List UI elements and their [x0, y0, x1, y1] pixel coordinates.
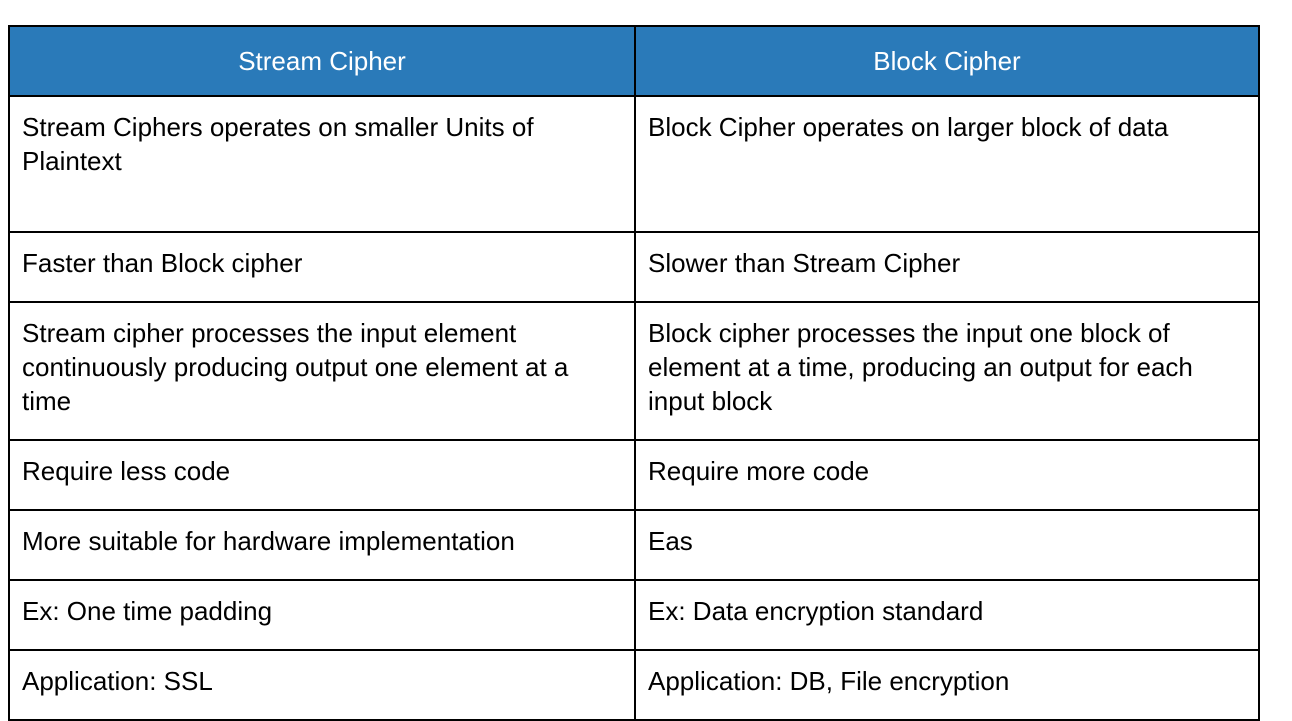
cell-text: Ex: Data encryption standard — [648, 596, 984, 626]
table-row: Require less code Require more code — [8, 439, 1260, 511]
comparison-table-container: Stream Cipher Block Cipher Stream Cipher… — [8, 25, 1260, 721]
cell-stream-row-5: More suitable for hardware implementatio… — [8, 509, 636, 581]
table-row: Application: SSL Application: DB, File e… — [8, 649, 1260, 721]
cell-stream-row-2: Faster than Block cipher — [8, 231, 636, 303]
cell-stream-row-1: Stream Ciphers operates on smaller Units… — [8, 95, 636, 233]
table-row: More suitable for hardware implementatio… — [8, 509, 1260, 581]
cell-text: Require less code — [22, 456, 231, 486]
cell-block-row-3: Block cipher processes the input one blo… — [634, 301, 1260, 441]
column-header-block-cipher: Block Cipher — [634, 25, 1260, 97]
cell-block-row-4: Require more code — [634, 439, 1260, 511]
stream-vs-block-cipher-table: Stream Cipher Block Cipher Stream Cipher… — [8, 25, 1260, 721]
cell-block-row-1: Block Cipher operates on larger block of… — [634, 95, 1260, 233]
cell-text: Slower than Stream Cipher — [648, 248, 961, 278]
cell-text: Ex: One time padding — [22, 596, 273, 626]
cell-block-row-7: Application: DB, File encryption — [634, 649, 1260, 721]
cell-stream-row-3: Stream cipher processes the input elemen… — [8, 301, 636, 441]
cell-text: More suitable for hardware implementatio… — [22, 526, 515, 556]
cell-block-row-5: Eas — [634, 509, 1260, 581]
cell-stream-row-4: Require less code — [8, 439, 636, 511]
table-header-row: Stream Cipher Block Cipher — [8, 25, 1260, 97]
table-row: Ex: One time padding Ex: Data encryption… — [8, 579, 1260, 651]
cell-text: Require more code — [648, 456, 870, 486]
cell-text: Application: DB, File encryption — [648, 666, 1010, 696]
cell-text: Block Cipher operates on larger block of… — [648, 112, 1169, 142]
cell-text: Block cipher processes the input one blo… — [648, 318, 1193, 416]
cell-block-row-6: Ex: Data encryption standard — [634, 579, 1260, 651]
table-row: Faster than Block cipher Slower than Str… — [8, 231, 1260, 303]
cell-text: Stream Ciphers operates on smaller Units… — [22, 112, 534, 176]
table-row: Stream Ciphers operates on smaller Units… — [8, 95, 1260, 233]
cell-block-row-2: Slower than Stream Cipher — [634, 231, 1260, 303]
table-row: Stream cipher processes the input elemen… — [8, 301, 1260, 441]
cell-text: Application: SSL — [22, 666, 213, 696]
cell-stream-row-6: Ex: One time padding — [8, 579, 636, 651]
table-body: Stream Ciphers operates on smaller Units… — [8, 95, 1260, 721]
cell-text: Stream cipher processes the input elemen… — [22, 318, 569, 416]
table-header: Stream Cipher Block Cipher — [8, 25, 1260, 97]
cell-text: Eas — [648, 526, 693, 556]
cell-stream-row-7: Application: SSL — [8, 649, 636, 721]
column-header-stream-cipher: Stream Cipher — [8, 25, 636, 97]
cell-text: Faster than Block cipher — [22, 248, 303, 278]
